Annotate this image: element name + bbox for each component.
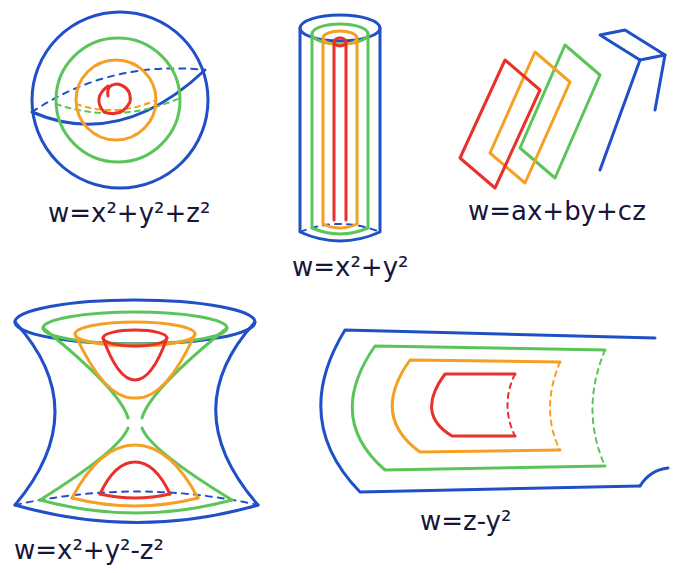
equation-label: w=x²+y²+z²: [48, 198, 210, 228]
nested-spheres: [32, 12, 208, 188]
parabolic-cylinders: [321, 330, 668, 492]
equation-label: w=x²+y²-z²: [14, 535, 164, 565]
equation-label: w=ax+by+cz: [468, 196, 646, 226]
parallel-planes: [460, 30, 665, 188]
hyperboloid-surfaces: [15, 300, 258, 523]
equation-label: w=x²+y²: [292, 252, 408, 282]
nested-cylinders: [300, 15, 380, 241]
equation-label: w=z-y²: [420, 506, 511, 536]
